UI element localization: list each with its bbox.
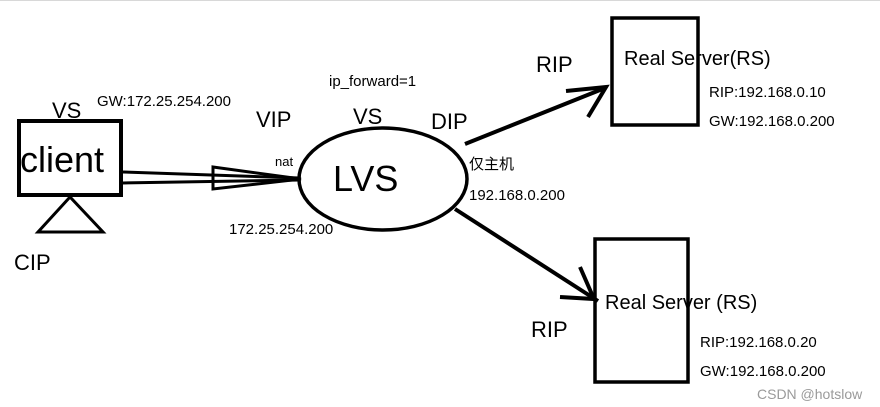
dip-ip: 192.168.0.200 bbox=[469, 187, 565, 204]
vip-ip: 172.25.254.200 bbox=[229, 221, 334, 238]
rs1-gw: GW:192.168.0.200 bbox=[709, 113, 835, 130]
rs1-rip-label: RIP bbox=[536, 52, 573, 77]
dip-label: DIP bbox=[431, 109, 468, 134]
lvs-to-rs2-arrow bbox=[453, 207, 600, 303]
rs2-title: Real Server (RS) bbox=[605, 292, 758, 314]
watermark: CSDN @hotslow bbox=[757, 386, 863, 402]
rs1-box bbox=[610, 16, 700, 127]
rs2-rip-label: RIP bbox=[531, 317, 568, 342]
client-gw: GW:172.25.254.200 bbox=[97, 93, 231, 110]
lvs-to-rs1-arrow bbox=[464, 86, 606, 146]
client-vs-label: VS bbox=[52, 98, 82, 123]
lvs-to-rs1-arrowhead bbox=[565, 84, 610, 119]
rs1-rip: RIP:192.168.0.10 bbox=[709, 84, 826, 101]
cip-label: CIP bbox=[14, 250, 51, 275]
lvs-ellipse bbox=[297, 126, 469, 232]
nat-label: nat bbox=[275, 154, 294, 169]
rs2-gw: GW:192.168.0.200 bbox=[700, 363, 826, 380]
rs2-rip: RIP:192.168.0.20 bbox=[700, 334, 817, 351]
ip-forward-label: ip_forward=1 bbox=[329, 73, 417, 90]
lvs-vs-label: VS bbox=[353, 104, 383, 129]
client-stand bbox=[34, 194, 107, 234]
vip-label: VIP bbox=[256, 107, 292, 132]
client-to-lvs-arrowhead bbox=[211, 165, 302, 191]
client-label: client bbox=[20, 139, 105, 180]
host-only-label: 仅主机 bbox=[469, 156, 515, 173]
rs1-title: Real Server(RS) bbox=[624, 48, 771, 70]
rs2-box bbox=[593, 237, 690, 384]
lvs-label: LVS bbox=[333, 158, 399, 199]
